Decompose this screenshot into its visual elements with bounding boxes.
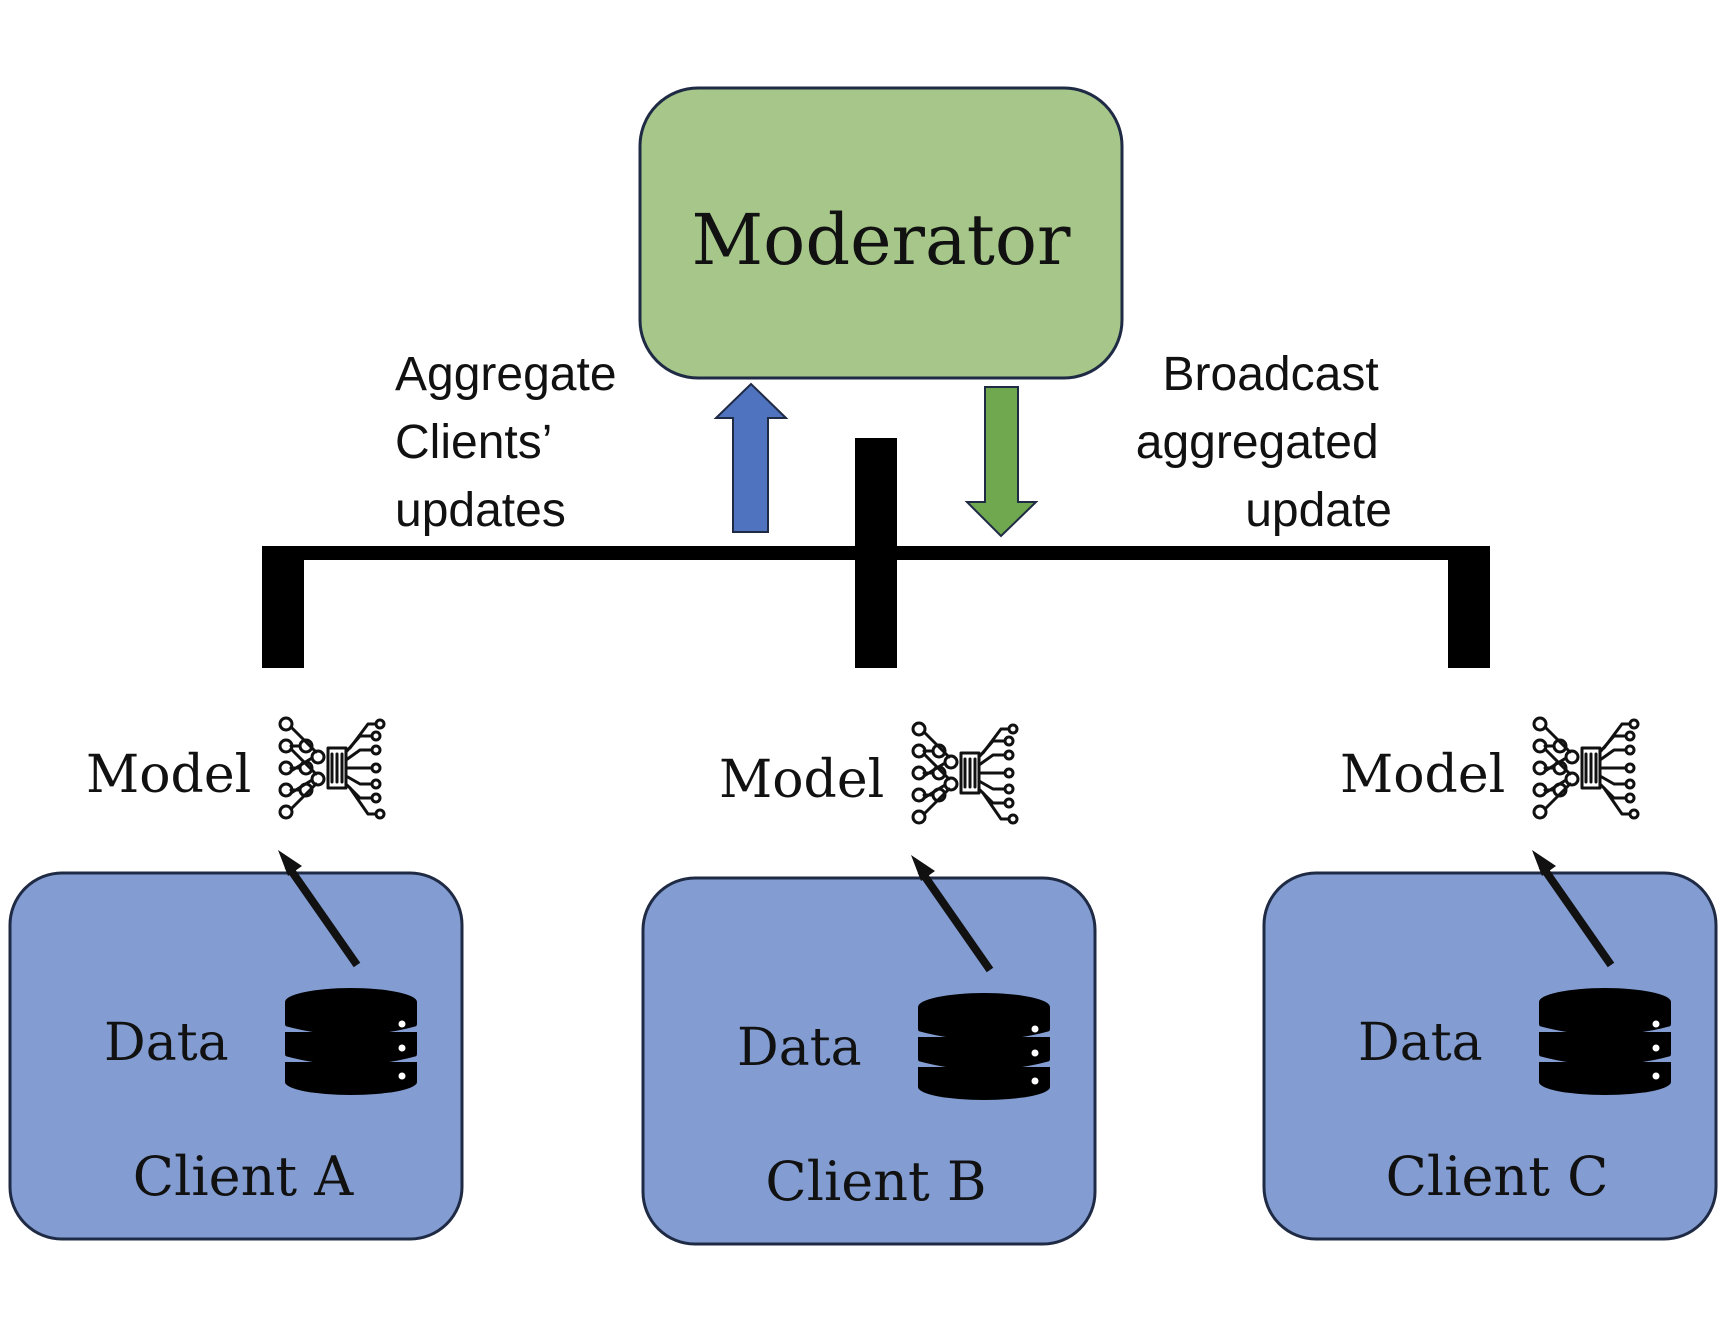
client-name: Client B (765, 1150, 986, 1213)
client-a: Model Data Client A (8, 716, 464, 1241)
client-name: Client A (133, 1145, 354, 1208)
upload-arrow-head (278, 850, 302, 876)
connector-center-stem (855, 438, 897, 668)
upload-arrow (284, 863, 361, 968)
client-c: Model Data Client C (1262, 716, 1718, 1241)
upload-arrow-head (911, 855, 935, 881)
broadcast-down-arrow (964, 386, 1039, 538)
neural-network-icon (278, 716, 386, 820)
aggregate-label: Aggregate Clients’ updates (395, 348, 630, 537)
model-label: Model (719, 750, 884, 810)
broadcast-label: Broadcast aggregated update (1136, 348, 1392, 537)
connector-left-drop (262, 546, 304, 668)
aggregate-up-arrow (713, 382, 789, 533)
neural-network-icon (911, 721, 1019, 825)
moderator-box (638, 86, 1124, 380)
model-label: Model (1340, 745, 1505, 805)
data-label: Data (737, 1018, 862, 1078)
broadcast-label-line-1: Broadcast (1163, 348, 1379, 401)
broadcast-label-line-3: update (1245, 484, 1392, 537)
moderator-label: Moderator (692, 199, 1072, 281)
aggregate-label-line-1: Aggregate (395, 348, 617, 401)
network-connector (262, 438, 1490, 668)
client-b: Model Data Client B (641, 721, 1097, 1246)
upload-arrow-head (1532, 850, 1556, 876)
data-label: Data (104, 1013, 229, 1073)
neural-network-icon (1532, 716, 1640, 820)
aggregate-label-line-3: updates (395, 484, 566, 537)
client-name: Client C (1386, 1145, 1609, 1208)
upload-arrow (1538, 863, 1615, 968)
database-icon (916, 991, 1052, 1102)
aggregate-label-line-2: Clients’ (395, 416, 551, 469)
client-box (8, 871, 464, 1241)
model-label: Model (86, 745, 251, 805)
broadcast-label-line-2: aggregated (1136, 416, 1379, 469)
connector-right-drop (1448, 546, 1490, 668)
client-box (1262, 871, 1718, 1241)
upload-arrow (917, 868, 994, 973)
database-icon (283, 986, 419, 1097)
client-box (641, 876, 1097, 1246)
data-label: Data (1358, 1013, 1483, 1073)
database-icon (1537, 986, 1673, 1097)
